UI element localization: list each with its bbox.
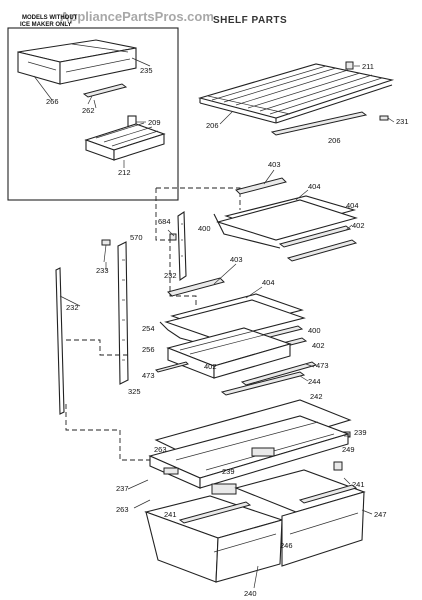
inset-note-line2: ICE MAKER ONLY <box>20 22 71 28</box>
label-237: 237 <box>116 484 129 493</box>
label-239b: 239 <box>222 467 235 476</box>
part-404-middle-glass <box>164 293 306 341</box>
part-402-upper-rails <box>278 225 358 262</box>
part-570-bracket <box>117 241 129 385</box>
label-404c: 404 <box>262 278 275 287</box>
label-404a: 404 <box>308 182 321 191</box>
label-570: 570 <box>130 233 143 242</box>
part-249-screw <box>333 461 343 471</box>
part-212-rack <box>84 122 166 168</box>
part-211-cap <box>345 61 354 70</box>
label-402a: 402 <box>352 221 365 230</box>
part-473-lower-rails <box>155 361 318 396</box>
boundary-upper <box>155 188 197 306</box>
label-266: 266 <box>46 97 59 106</box>
part-206-bar <box>270 111 368 136</box>
label-402c: 402 <box>204 362 217 371</box>
label-684: 684 <box>158 217 171 226</box>
label-212: 212 <box>118 168 131 177</box>
boundary-lower <box>66 339 128 356</box>
label-206b: 206 <box>328 136 341 145</box>
label-473b: 473 <box>142 371 155 380</box>
part-crisper-frame <box>148 415 350 495</box>
label-263a: 263 <box>154 445 167 454</box>
part-crisper-drawer-right <box>234 469 366 567</box>
label-404b: 404 <box>346 201 359 210</box>
label-240: 240 <box>244 589 257 598</box>
label-403b: 403 <box>230 255 243 264</box>
label-263b: 263 <box>116 505 129 514</box>
label-232b: 232 <box>66 303 79 312</box>
label-473a: 473 <box>316 361 329 370</box>
label-256: 256 <box>142 345 155 354</box>
label-231: 231 <box>396 117 409 126</box>
part-235-tray <box>17 39 151 85</box>
label-402b: 402 <box>312 341 325 350</box>
part-crisper-drawer-left <box>144 495 284 583</box>
part-233-screw <box>101 239 111 263</box>
label-233: 233 <box>96 266 109 275</box>
part-400-upper-frame <box>213 213 281 249</box>
label-242: 242 <box>310 392 323 401</box>
label-400b: 400 <box>308 326 321 335</box>
label-254: 254 <box>142 324 155 333</box>
diagram-title: SHELF PARTS <box>213 15 287 26</box>
part-684-clip <box>169 233 177 241</box>
inset-box: MODELS WITHOUT ICE MAKER ONLY <box>7 15 179 201</box>
label-235: 235 <box>140 66 153 75</box>
label-211: 211 <box>362 62 374 71</box>
label-209: 209 <box>148 118 161 127</box>
label-400a: 400 <box>198 224 211 233</box>
part-403-upper-trim <box>235 177 287 195</box>
label-232a: 232 <box>164 271 177 280</box>
part-262-rail <box>82 83 128 105</box>
label-206a: 206 <box>206 121 219 130</box>
label-244: 244 <box>308 377 321 386</box>
watermark: AppliancePartsPros.com <box>60 9 214 24</box>
inset-note-line1: MODELS WITHOUT <box>22 15 78 21</box>
label-262: 262 <box>82 106 95 115</box>
label-241a: 241 <box>352 480 365 489</box>
label-241b: 241 <box>164 510 177 519</box>
part-232-upper-support <box>177 210 187 282</box>
part-206-wire-shelf <box>197 63 395 124</box>
label-246: 246 <box>280 541 293 550</box>
part-256-crisper-shelf <box>166 327 292 379</box>
part-403-middle-trim <box>167 277 225 297</box>
label-325: 325 <box>128 387 141 396</box>
part-231-clip <box>379 115 389 121</box>
leader-lines <box>33 65 395 515</box>
part-404-upper-glass <box>216 195 358 241</box>
part-232-side-rail <box>55 267 65 415</box>
label-247: 247 <box>374 510 387 519</box>
label-403a: 403 <box>268 160 281 169</box>
label-249: 249 <box>342 445 355 454</box>
label-239a: 239 <box>354 428 367 437</box>
